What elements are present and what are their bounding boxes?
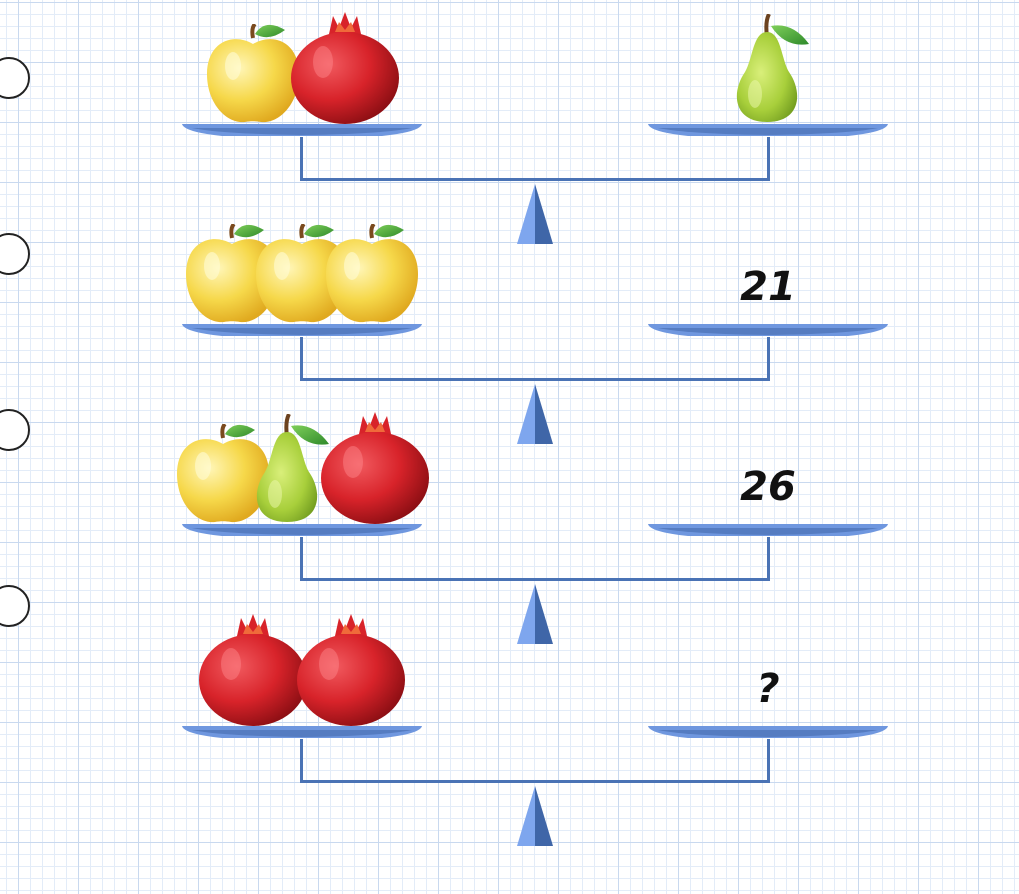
balance-scale [0,0,1019,244]
left-pan-plate [182,726,422,738]
left-pan-plate [182,324,422,336]
left-pan [182,124,422,138]
balance-scale: ? [0,602,1019,846]
left-pan-fruits [182,222,422,328]
left-pan-plate [182,524,422,536]
left-pan-fruits [197,614,407,730]
right-pan-weight-label: ? [756,666,780,712]
balance-scale: 21 [0,200,1019,444]
right-pan-weight-label: 21 [740,264,796,310]
left-pan [182,726,422,740]
pivot-triangle-icon [517,584,553,648]
right-pan-plate [648,726,888,738]
pear-icon [723,13,813,128]
apple-icon [173,422,273,528]
pear-icon [243,413,333,528]
right-pan [648,124,888,138]
pivot-triangle-icon [517,786,553,850]
apple-icon [322,222,422,328]
pomegranate-icon [289,12,401,128]
pivot-triangle-icon [517,184,553,248]
right-pan [648,324,888,338]
pomegranate-icon [197,614,309,730]
left-pan-fruits [203,12,401,128]
left-pan-fruits [173,412,431,528]
apple-icon [252,222,352,328]
right-pan-plate [648,524,888,536]
binder-hole [0,57,30,99]
pivot-triangle-icon [517,384,553,448]
pomegranate-icon [319,412,431,528]
left-pan [182,524,422,538]
left-pan [182,324,422,338]
right-pan [648,726,888,740]
scale-beam [300,337,770,381]
apple-icon [203,22,303,128]
right-pan [648,524,888,538]
right-pan-plate [648,124,888,136]
scale-beam [300,537,770,581]
scale-beam [300,739,770,783]
right-pan-weight-label: 26 [740,464,796,510]
apple-icon [182,222,282,328]
pomegranate-icon [295,614,407,730]
balance-scale: 26 [0,400,1019,644]
scale-beam [300,137,770,181]
left-pan-plate [182,124,422,136]
right-pan-fruits [723,13,813,128]
right-pan-plate [648,324,888,336]
